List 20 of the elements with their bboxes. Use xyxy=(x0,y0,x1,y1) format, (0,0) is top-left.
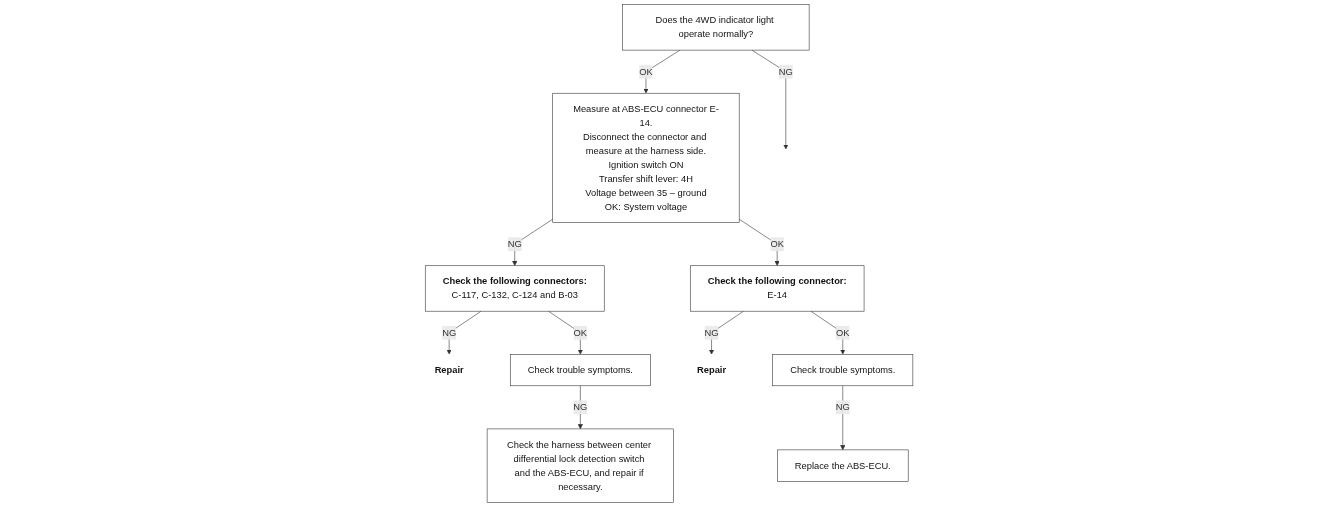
edge-label: NG xyxy=(507,238,522,249)
edge-label: NG xyxy=(835,402,850,413)
node-box: Check the following connector: E-14 xyxy=(690,265,865,312)
node-text: Repair xyxy=(697,364,727,375)
node-box: Check the following connectors: C-117, C-132, C-124 and B-03 xyxy=(424,265,605,312)
node-box: Check trouble symptoms. xyxy=(509,354,651,387)
node-box: Measure at ABS-ECU connector E-14. Disconnect the connector and measure at the harness side. Ignition switch ON Transfer shift lever: 4H Voltage between 35 – ground OK: System voltage xyxy=(552,92,740,223)
node-box: Does the 4WD indicator light operate normally? xyxy=(622,4,810,51)
edge-label: NG xyxy=(704,327,719,338)
node-box: Check the harness between center differential lock detection switch and the ABS-ECU, and repair if necessary. xyxy=(486,428,674,503)
edge-label: OK xyxy=(639,66,653,77)
node-box: Check trouble symptoms. xyxy=(772,354,914,387)
node-text: Repair xyxy=(434,364,464,375)
edge-label: NG xyxy=(442,327,457,338)
edge-label: OK xyxy=(573,327,588,338)
edge-label: NG xyxy=(573,402,588,413)
edge-label: OK xyxy=(836,327,850,338)
edge-label: NG xyxy=(778,66,793,77)
edge-label: OK xyxy=(770,238,784,249)
node-box: Replace the ABS-ECU. xyxy=(777,449,909,482)
